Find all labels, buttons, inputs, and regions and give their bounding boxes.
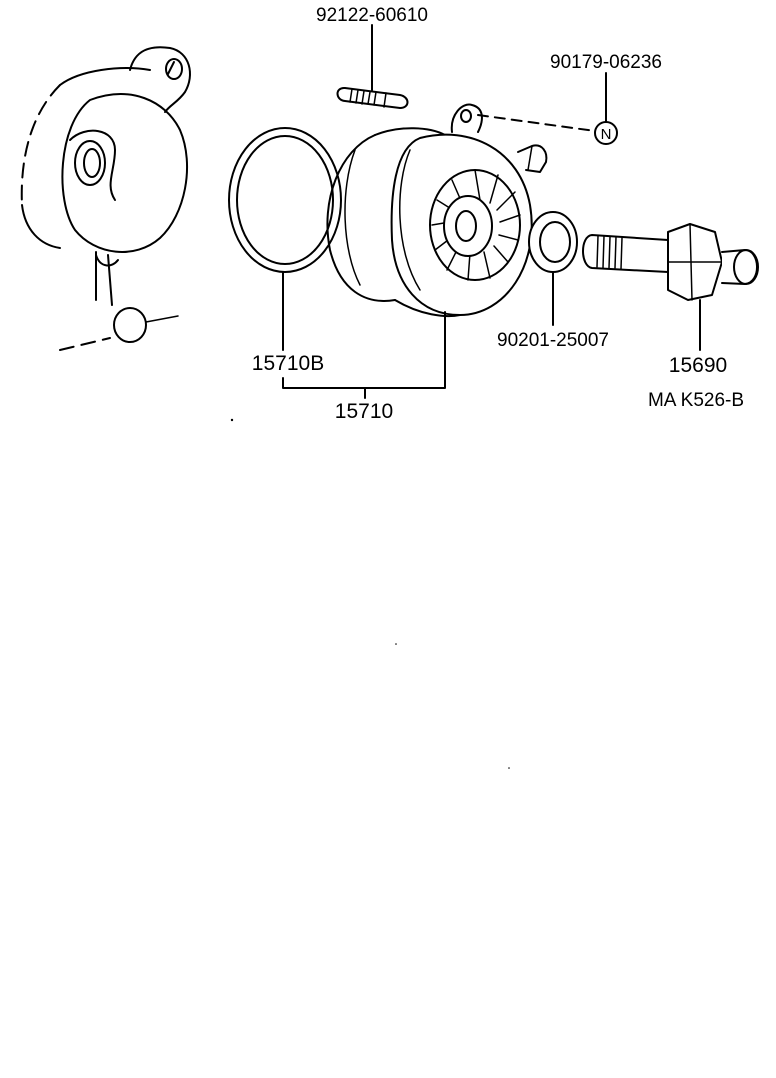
relief-valve [582, 223, 759, 301]
nut-symbol-letter: N [601, 126, 612, 143]
rotor-gear [429, 169, 521, 281]
reference-code: MA K526-B [648, 390, 744, 411]
cover-housing [20, 46, 191, 351]
label-nut: 90179-06236 [550, 52, 662, 73]
label-washer: 90201-25007 [497, 330, 609, 351]
nut-dashed-leader [477, 114, 596, 132]
label-pump-assembly: 15710 [335, 400, 393, 423]
label-relief-valve: 15690 [669, 354, 727, 377]
gasket-ring [228, 127, 342, 273]
scan-speck [230, 418, 234, 422]
leader-pump-bracket [282, 311, 446, 389]
pump-assembly [326, 103, 548, 318]
nut-symbol: N [594, 121, 618, 145]
scan-speck [395, 643, 397, 645]
stud-bolt [336, 86, 409, 109]
washer [528, 211, 578, 273]
label-gasket-ring: 15710B [252, 352, 324, 375]
label-stud: 92122-60610 [316, 5, 428, 26]
scan-speck [508, 767, 510, 769]
